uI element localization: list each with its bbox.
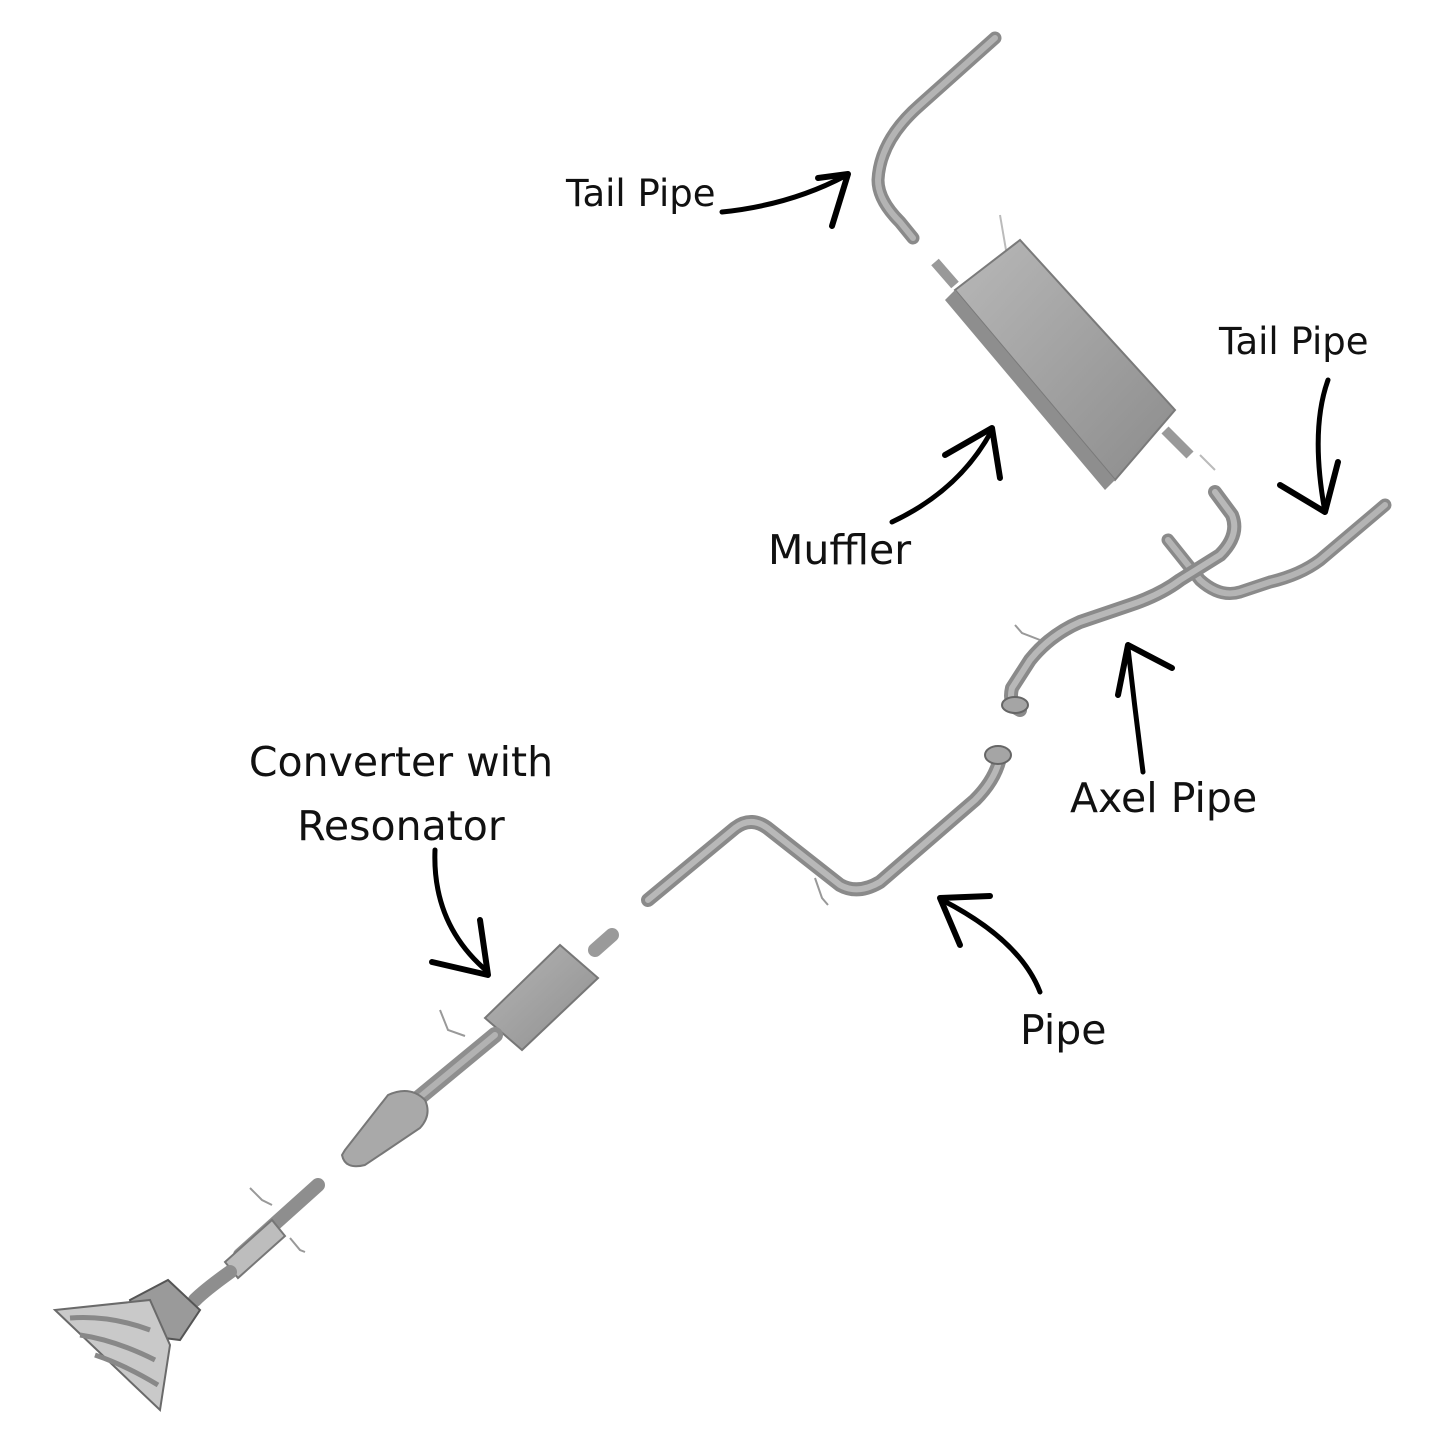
label-muffler: Muffler [768, 526, 912, 574]
axel-pipe [1001, 485, 1242, 717]
label-pipe: Pipe [1020, 1006, 1107, 1054]
label-tail-pipe-right: Tail Pipe [1219, 320, 1369, 363]
pipe [641, 745, 1012, 907]
tail-pipe-right [1161, 498, 1392, 600]
label-tail-pipe-upper: Tail Pipe [566, 172, 716, 215]
arrow-pipe [937, 893, 1043, 995]
label-converter-with-resonator: Converter with Resonator [226, 730, 576, 858]
converter-with-resonator [340, 928, 619, 1168]
muffler [931, 214, 1216, 490]
arrow-axel-pipe [1115, 642, 1175, 775]
arrow-tail-pipe-right [1277, 377, 1341, 515]
arrow-converter [429, 847, 491, 978]
tail-pipe-upper [871, 31, 1002, 245]
arrow-muffler [889, 425, 1003, 525]
label-axel-pipe: Axel Pipe [1070, 774, 1258, 822]
label-converter-line1: Converter with [248, 738, 554, 786]
arrow-tail-pipe-upper [719, 171, 851, 229]
exhaust-manifold [52, 1178, 325, 1413]
label-converter-line2: Resonator [297, 802, 505, 850]
